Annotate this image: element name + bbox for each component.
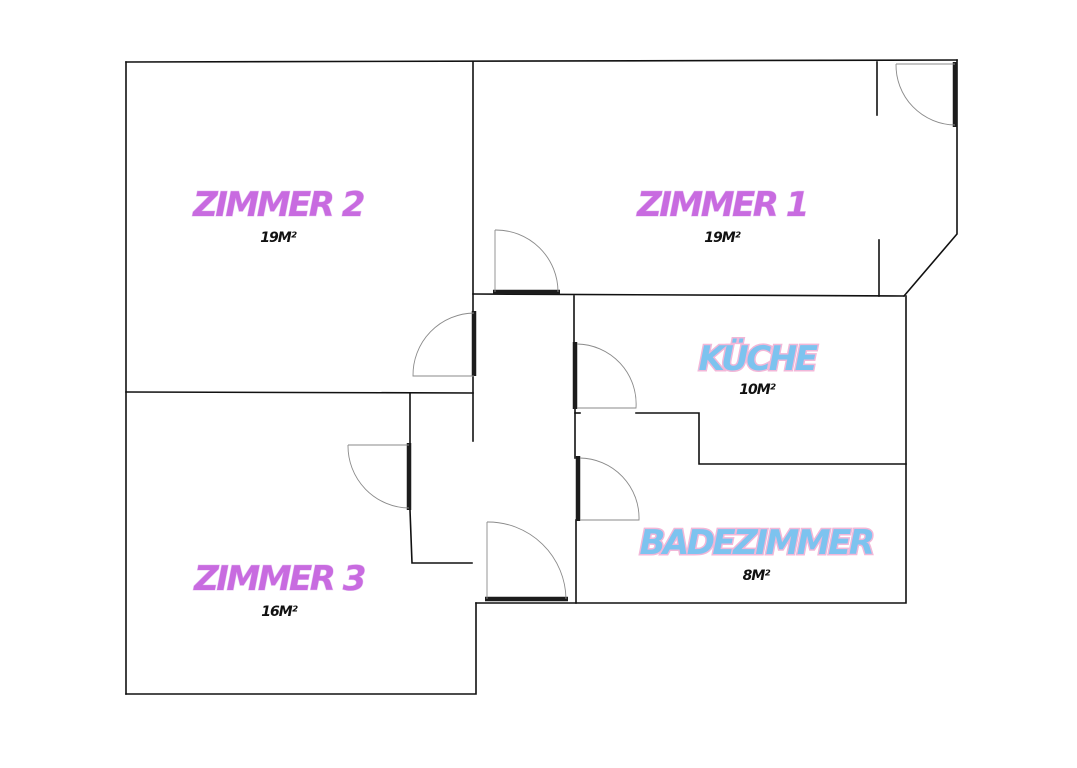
- room-label: ZIMMER 1: [636, 185, 807, 225]
- room-area: 8M²: [743, 568, 772, 584]
- room-area: 19M²: [260, 230, 297, 246]
- door-zimmer2: [412, 311, 477, 377]
- door-zimmer1-balcony: [895, 62, 958, 127]
- room-label: KÜCHE: [699, 338, 818, 379]
- wall-kueche-bad: [635, 412, 907, 465]
- doors: [347, 62, 958, 602]
- room-badezimmer: BADEZIMMER 8M²: [638, 522, 877, 585]
- wall-right-upper: [902, 59, 958, 298]
- room-area: 10M²: [739, 382, 776, 398]
- wall-top: [125, 59, 958, 63]
- door-kueche: [572, 342, 637, 409]
- walls: [125, 59, 958, 695]
- room-label: BADEZIMMER: [639, 523, 872, 563]
- door-zimmer3: [347, 443, 412, 510]
- wall-bottom-right: [475, 295, 907, 604]
- room-area: 19M²: [704, 230, 741, 246]
- room-zimmer-2: ZIMMER 2 19M²: [192, 185, 367, 247]
- room-zimmer-3: ZIMMER 3 16M²: [193, 559, 368, 621]
- wall-bottom-left: [125, 602, 477, 695]
- wall-zimmer2-bottom: [125, 391, 474, 394]
- door-entrance: [485, 521, 568, 602]
- room-zimmer-1: ZIMMER 1 19M²: [636, 185, 810, 247]
- room-label: ZIMMER 2: [192, 185, 364, 225]
- door-zimmer1: [493, 229, 560, 295]
- wall-zimmer1-bottom: [473, 293, 905, 297]
- room-kueche: KÜCHE 10M²: [697, 337, 822, 399]
- wall-zimmer3-right-lower: [409, 509, 473, 564]
- room-area: 16M²: [261, 604, 298, 620]
- room-label: ZIMMER 3: [193, 559, 365, 599]
- door-badezimmer: [575, 456, 640, 521]
